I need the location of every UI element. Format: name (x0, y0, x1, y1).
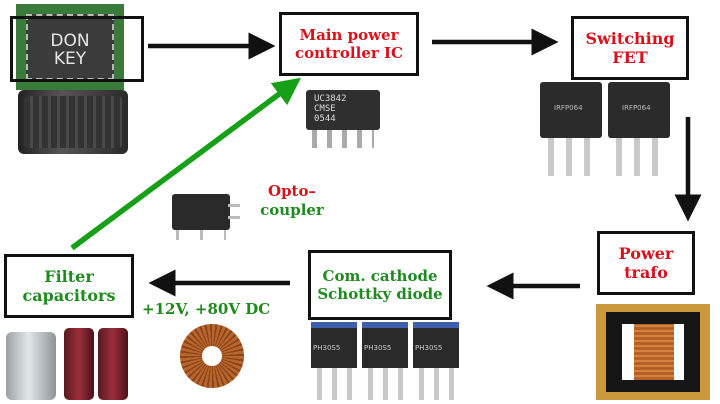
toroid-inductor-photo (180, 324, 248, 388)
filter-capacitor-photo-3 (98, 328, 128, 400)
donkey-chip-text-2: KEY (53, 49, 87, 69)
fet-photo-2: IRFP064 (608, 82, 670, 178)
fet-1-text: IRFP064 (554, 104, 583, 112)
diode-photo-2: PH30S5 (362, 322, 408, 400)
power-trafo-label-2: trafo (624, 263, 668, 282)
optocoupler-label: Opto– coupler (250, 182, 334, 220)
power-trafo-box: Power trafo (597, 231, 695, 295)
optocoupler-photo (162, 190, 240, 242)
switching-fet-label-1: Switching (585, 28, 675, 48)
controller-chip-text-1: UC3842 (314, 94, 347, 104)
filter-capacitor-photo-2 (64, 328, 94, 400)
fet-photo-1: IRFP064 (540, 82, 602, 178)
diode-2-text: PH30S5 (364, 344, 392, 352)
main-controller-label-1: Main power (299, 26, 399, 44)
schottky-diode-box: Com. cathode Schottky diode (308, 250, 452, 320)
fet-2-text: IRFP064 (622, 104, 651, 112)
schottky-label-1: Com. cathode (322, 267, 438, 285)
diode-photo-1: PH30S5 (311, 322, 357, 400)
diode-1-text: PH30S5 (313, 344, 341, 352)
feedback-arrow (70, 77, 302, 251)
schottky-label-2: Schottky diode (317, 285, 443, 303)
optocoupler-label-2: coupler (260, 201, 324, 219)
filter-capacitor-photo-1 (6, 332, 56, 400)
optocoupler-label-1: Opto– (268, 182, 316, 200)
controller-chip-text-3: 0544 (314, 114, 336, 124)
switching-fet-label-2: FET (612, 48, 648, 67)
filter-capacitors-box: Filter capacitors (4, 254, 134, 318)
donkey-frame (10, 16, 144, 82)
power-trafo-label-1: Power (618, 243, 674, 263)
output-voltage-label: +12V, +80V DC (142, 300, 271, 318)
diode-photo-3: PH30S5 (413, 322, 459, 400)
controller-chip-photo: UC3842 CMSE 0544 (306, 90, 380, 150)
main-controller-box: Main power controller IC (279, 12, 419, 76)
diode-3-text: PH30S5 (415, 344, 443, 352)
donkey-chip-text-1: DON (50, 31, 90, 51)
filter-capacitors-label-1: Filter (44, 266, 94, 286)
trafo-photo (596, 304, 710, 400)
donkey-capacitor-photo (18, 90, 128, 154)
switching-fet-box: Switching FET (571, 16, 689, 80)
filter-capacitors-label-2: capacitors (22, 286, 116, 305)
controller-chip-text-2: CMSE (314, 104, 336, 114)
main-controller-label-2: controller IC (295, 44, 403, 62)
